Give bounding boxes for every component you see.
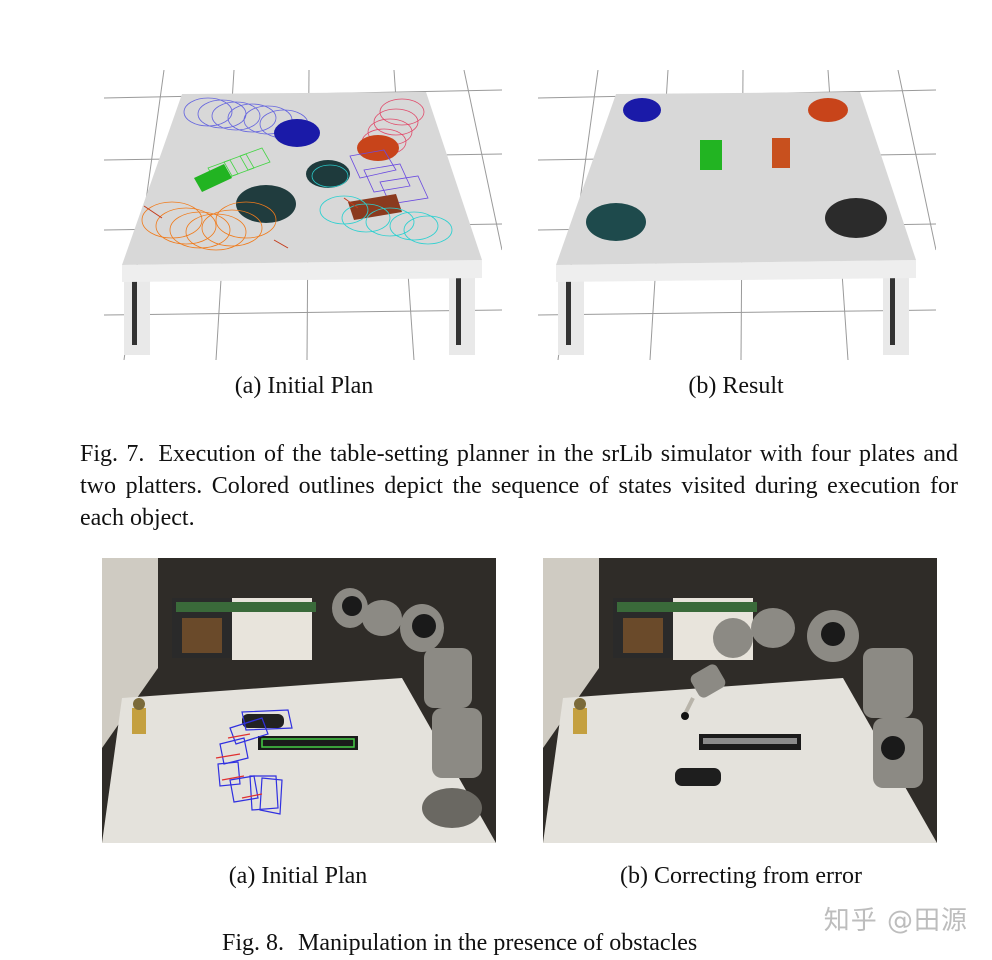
fig7-panel-b-image (538, 70, 936, 360)
fig8-panel-a-label: (a) Initial Plan (228, 863, 368, 889)
fig8-caption-label: Fig. 8. (222, 930, 285, 956)
green-platter (700, 140, 722, 170)
fig8-panel-b-label: (b) Correcting from error (620, 863, 862, 889)
orange-platter (772, 138, 790, 168)
fig7-panel-a-image (104, 70, 502, 360)
fig8-caption-text: Manipulation in the presence of obstacle… (298, 930, 698, 956)
blue-plate (623, 98, 661, 122)
fig7-panel-b-label: (b) Result (688, 373, 784, 399)
fig7-caption-text: Execution of the table-setting planner i… (80, 441, 959, 531)
fig7-caption: Fig. 7.Execution of the table-setting pl… (80, 438, 958, 534)
table-top (122, 92, 482, 265)
fig8-caption: Fig. 8. Manipulation in the presence of o… (222, 927, 862, 959)
fig8-panel-a-image (102, 558, 496, 843)
fig8-panel-b-image (543, 558, 937, 843)
teal-plate (586, 203, 646, 241)
fig7-panel-a-label: (a) Initial Plan (234, 373, 374, 399)
fig7-caption-label: Fig. 7. (80, 441, 145, 467)
orange-plate (808, 98, 848, 122)
dark-plate (825, 198, 887, 238)
watermark: 知乎 @田源 (823, 906, 968, 936)
